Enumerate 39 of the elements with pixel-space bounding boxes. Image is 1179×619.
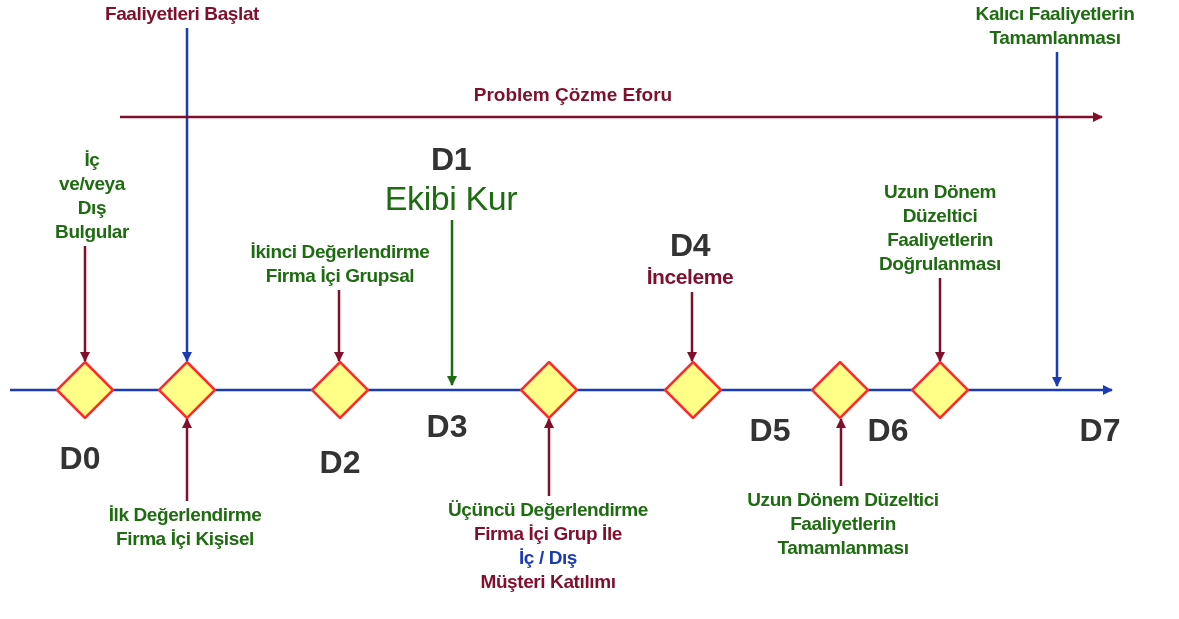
arrow [544, 418, 554, 496]
arrow [182, 418, 192, 501]
arrow [182, 28, 192, 362]
phase-code: D5 [749, 412, 791, 449]
step-label: İkinci Değerlendirme Firma İçi Grupsal [245, 240, 435, 288]
phase-code: D3 [426, 408, 468, 445]
phase-code: D0 [59, 440, 101, 477]
step-label: İç / Dış [517, 546, 579, 570]
milestone-diamond [811, 361, 869, 419]
arrow [1052, 52, 1062, 387]
step-code: D1 [429, 140, 473, 178]
arrow-label: Problem Çözme Eforu [473, 84, 673, 106]
arrow [935, 278, 945, 362]
step-label: Faaliyetleri Başlat [32, 2, 332, 26]
step-label: Üçüncü Değerlendirme [447, 498, 649, 522]
step-label: Uzun Dönem Düzeltici Faaliyetlerin Tamamlanması [740, 488, 946, 560]
phase-code: D2 [319, 444, 361, 481]
milestone-diamond [158, 361, 216, 419]
phase-code: D7 [1079, 412, 1121, 449]
milestone-diamond [911, 361, 969, 419]
arrow [447, 220, 457, 386]
milestone-diamond [664, 361, 722, 419]
step-label: İlk Değerlendirme Firma İçi Kişisel [90, 503, 280, 551]
milestone-diamond [520, 361, 578, 419]
phase-code: D6 [867, 412, 909, 449]
milestone-diamond [311, 361, 369, 419]
step-label: Ekibi Kur [383, 178, 519, 218]
arrow [80, 246, 90, 362]
arrow [836, 418, 846, 486]
arrow [334, 290, 344, 362]
milestone-diamond [56, 361, 114, 419]
step-label: İnceleme [645, 264, 735, 290]
step-label: Firma İçi Grup İle [473, 522, 623, 546]
step-code: D4 [668, 226, 712, 264]
step-label: İç ve/veya Dış Bulgular [55, 148, 129, 244]
arrow [687, 292, 697, 362]
step-label: Müşteri Katılımı [479, 570, 617, 594]
step-label: Uzun Dönem Düzeltici Faaliyetlerin Doğrulanması [865, 180, 1015, 276]
step-label: Kalıcı Faaliyetlerin Tamamlanması [935, 2, 1175, 50]
